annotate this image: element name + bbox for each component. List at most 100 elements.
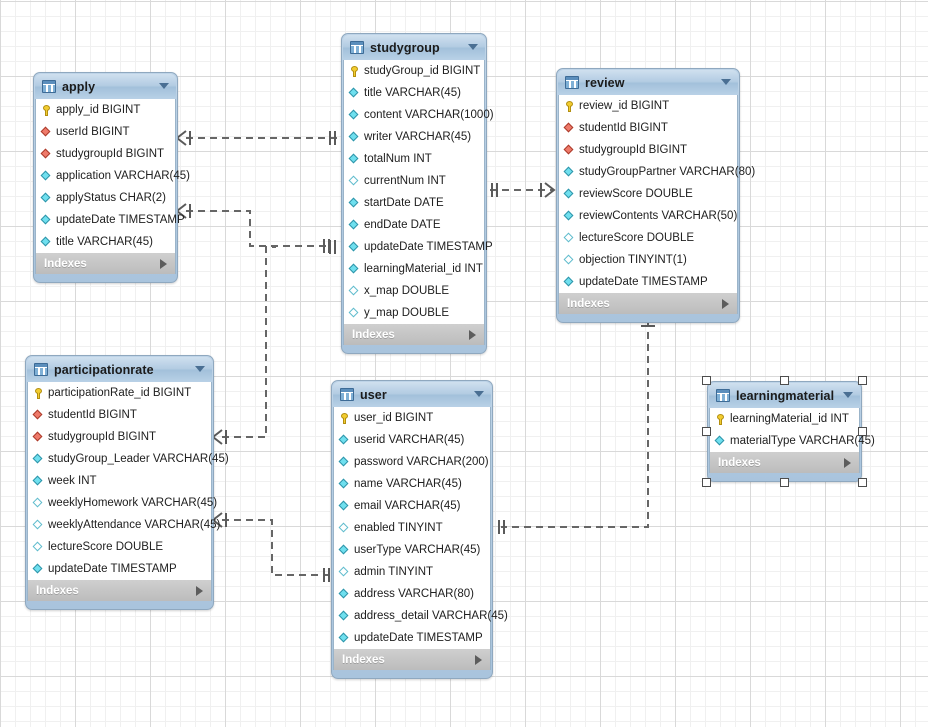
resize-handle-n[interactable] xyxy=(779,376,789,385)
chevron-down-icon[interactable] xyxy=(474,391,484,397)
column-row[interactable]: materialType VARCHAR(45) xyxy=(710,430,875,452)
table-header-participationrate[interactable]: participationrate xyxy=(27,357,212,382)
diamond-red-icon xyxy=(41,149,52,160)
triangle-right-icon[interactable] xyxy=(160,259,167,269)
diamond-filled-icon xyxy=(349,132,360,143)
column-row[interactable]: y_map DOUBLE xyxy=(344,302,484,324)
column-row[interactable]: studyGroup_id BIGINT xyxy=(344,60,484,82)
triangle-right-icon[interactable] xyxy=(844,458,851,468)
column-row[interactable]: endDate DATE xyxy=(344,214,484,236)
diamond-filled-icon xyxy=(339,633,350,644)
resize-handle-s[interactable] xyxy=(779,478,789,487)
indexes-section-user[interactable]: Indexes xyxy=(333,649,491,670)
column-row[interactable]: updateDate TIMESTAMP xyxy=(28,558,211,580)
column-row[interactable]: studyGroup_Leader VARCHAR(45) xyxy=(28,448,229,470)
column-label: updateDate TIMESTAMP xyxy=(364,241,493,253)
column-row[interactable]: reviewScore DOUBLE xyxy=(559,183,737,205)
column-row[interactable]: week INT xyxy=(28,470,211,492)
resize-handle-sw[interactable] xyxy=(702,478,711,487)
column-row[interactable]: currentNum INT xyxy=(344,170,484,192)
chevron-down-icon[interactable] xyxy=(159,83,169,89)
column-row[interactable]: admin TINYINT xyxy=(334,561,490,583)
column-row[interactable]: content VARCHAR(1000) xyxy=(344,104,494,126)
resize-handle-nw[interactable] xyxy=(702,376,711,385)
column-row[interactable]: startDate DATE xyxy=(344,192,484,214)
column-row[interactable]: reviewContents VARCHAR(50) xyxy=(559,205,737,227)
table-header-review[interactable]: review xyxy=(558,70,738,95)
column-row[interactable]: userType VARCHAR(45) xyxy=(334,539,490,561)
column-row[interactable]: apply_id BIGINT xyxy=(36,99,175,121)
indexes-section-apply[interactable]: Indexes xyxy=(35,253,176,274)
column-row[interactable]: objection TINYINT(1) xyxy=(559,249,737,271)
indexes-section-review[interactable]: Indexes xyxy=(558,293,738,314)
column-row[interactable]: address_detail VARCHAR(45) xyxy=(334,605,508,627)
column-row[interactable]: updateDate TIMESTAMP xyxy=(334,627,490,649)
column-row[interactable]: studyGroupPartner VARCHAR(80) xyxy=(559,161,755,183)
column-row[interactable]: studentId BIGINT xyxy=(28,404,211,426)
column-row[interactable]: user_id BIGINT xyxy=(334,407,490,429)
resize-handle-se[interactable] xyxy=(858,478,867,487)
column-row[interactable]: applyStatus CHAR(2) xyxy=(36,187,175,209)
column-row[interactable]: email VARCHAR(45) xyxy=(334,495,490,517)
resize-handle-w[interactable] xyxy=(702,426,711,436)
diamond-filled-icon xyxy=(339,457,350,468)
chevron-down-icon[interactable] xyxy=(843,392,853,398)
column-row[interactable]: userid VARCHAR(45) xyxy=(334,429,490,451)
column-row[interactable]: review_id BIGINT xyxy=(559,95,737,117)
column-row[interactable]: learningMaterial_id INT xyxy=(710,408,859,430)
table-header-studygroup[interactable]: studygroup xyxy=(343,35,485,60)
table-header-apply[interactable]: apply xyxy=(35,74,176,99)
column-label: updateDate TIMESTAMP xyxy=(354,632,483,644)
diamond-filled-icon xyxy=(349,88,360,99)
triangle-right-icon[interactable] xyxy=(475,655,482,665)
column-row[interactable]: password VARCHAR(200) xyxy=(334,451,490,473)
column-row[interactable]: learningMaterial_id INT xyxy=(344,258,484,280)
column-row[interactable]: title VARCHAR(45) xyxy=(36,231,175,253)
column-row[interactable]: totalNum INT xyxy=(344,148,484,170)
column-row[interactable]: weeklyAttendance VARCHAR(45) xyxy=(28,514,220,536)
column-row[interactable]: enabled TINYINT xyxy=(334,517,490,539)
column-row[interactable]: studygroupId BIGINT xyxy=(36,143,175,165)
column-label: y_map DOUBLE xyxy=(364,307,450,319)
resize-handle-ne[interactable] xyxy=(858,376,867,385)
column-row[interactable]: studentId BIGINT xyxy=(559,117,737,139)
column-row[interactable]: name VARCHAR(45) xyxy=(334,473,490,495)
column-row[interactable]: studygroupId BIGINT xyxy=(559,139,737,161)
column-row[interactable]: updateDate TIMESTAMP xyxy=(559,271,737,293)
table-header-learningmaterial[interactable]: learningmaterial xyxy=(709,383,860,408)
triangle-right-icon[interactable] xyxy=(469,330,476,340)
table-icon xyxy=(34,363,48,376)
triangle-right-icon[interactable] xyxy=(196,586,203,596)
column-row[interactable]: lectureScore DOUBLE xyxy=(559,227,737,249)
diamond-filled-icon xyxy=(339,589,350,600)
column-row[interactable]: weeklyHomework VARCHAR(45) xyxy=(28,492,217,514)
indexes-section-studygroup[interactable]: Indexes xyxy=(343,324,485,345)
table-header-user[interactable]: user xyxy=(333,382,491,407)
chevron-down-icon[interactable] xyxy=(468,44,478,50)
indexes-section-learningmaterial[interactable]: Indexes xyxy=(709,452,860,473)
indexes-section-participationrate[interactable]: Indexes xyxy=(27,580,212,601)
column-row[interactable]: address VARCHAR(80) xyxy=(334,583,490,605)
triangle-right-icon[interactable] xyxy=(722,299,729,309)
column-row[interactable]: title VARCHAR(45) xyxy=(344,82,484,104)
chevron-down-icon[interactable] xyxy=(195,366,205,372)
column-row[interactable]: userId BIGINT xyxy=(36,121,175,143)
resize-handle-e[interactable] xyxy=(858,426,867,436)
column-row[interactable]: writer VARCHAR(45) xyxy=(344,126,484,148)
diamond-filled-icon xyxy=(349,198,360,209)
chevron-down-icon[interactable] xyxy=(721,79,731,85)
column-row[interactable]: participationRate_id BIGINT xyxy=(28,382,211,404)
column-row[interactable]: studygroupId BIGINT xyxy=(28,426,211,448)
column-row[interactable]: updateDate TIMESTAMP xyxy=(344,236,493,258)
column-row[interactable]: application VARCHAR(45) xyxy=(36,165,190,187)
column-row[interactable]: lectureScore DOUBLE xyxy=(28,536,211,558)
column-row[interactable]: x_map DOUBLE xyxy=(344,280,484,302)
column-row[interactable]: updateDate TIMESTAMP xyxy=(36,209,185,231)
